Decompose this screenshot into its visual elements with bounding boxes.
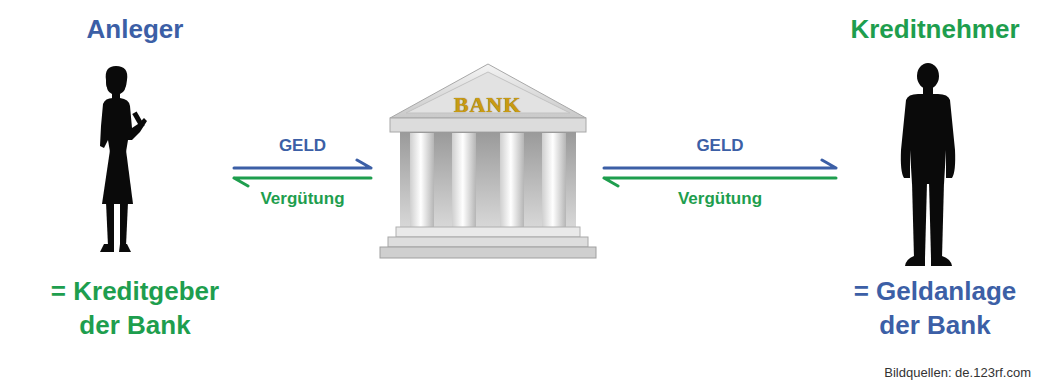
flow-label: GELD: [696, 136, 743, 156]
flow-arrow: [604, 160, 836, 168]
flow-label: Vergütung: [260, 189, 344, 209]
flow-arrow: [234, 178, 371, 186]
image-credit: Bildquellen: de.123rf.com: [884, 365, 1031, 381]
flow-label: Vergütung: [678, 189, 762, 209]
man-silhouette: [901, 63, 955, 266]
role-title: Anleger: [87, 12, 184, 46]
bank-sign: BANK: [371, 93, 604, 117]
role-note: = Geldanlage der Bank: [836, 274, 1034, 342]
role-note: = Kreditgeber der Bank: [36, 274, 234, 342]
woman-silhouette: [100, 66, 147, 252]
borrower-node: Kreditnehmer = Geldanlage der Bank: [836, 12, 1034, 342]
role-title: Kreditnehmer: [850, 12, 1019, 46]
flow-arrow: [604, 178, 836, 186]
bank-node: BANK: [371, 60, 604, 262]
investor-node: Anleger = Kreditgeber der Bank: [36, 12, 234, 342]
flow-arrow: [234, 160, 371, 168]
flow-label: GELD: [279, 136, 326, 156]
